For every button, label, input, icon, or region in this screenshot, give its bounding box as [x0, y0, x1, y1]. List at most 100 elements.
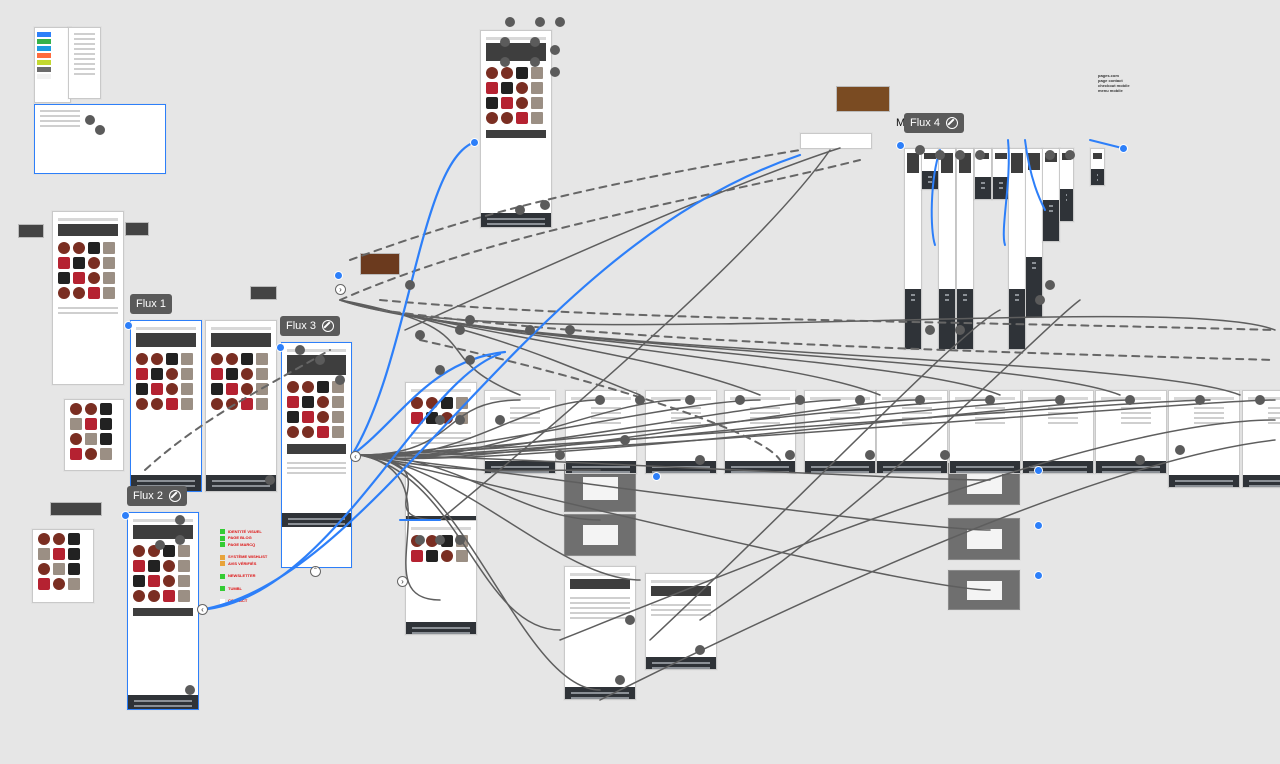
connector-handle[interactable]: [121, 511, 130, 520]
artboard-mobile-8[interactable]: [1025, 148, 1043, 318]
legend-swatch: [220, 598, 225, 604]
hotspot-handle[interactable]: [555, 450, 565, 460]
legend-item: TUMBL: [220, 585, 280, 592]
hotspot-handle[interactable]: [555, 17, 565, 27]
flow-label-flux4[interactable]: Flux 4: [904, 113, 964, 133]
chevron-left-icon[interactable]: ‹: [350, 451, 361, 462]
connector-line: [339, 299, 1276, 331]
connector-line: [339, 299, 1121, 396]
artboard-flux1-b[interactable]: [205, 320, 277, 492]
connector-handle[interactable]: [334, 271, 343, 280]
flow-label-flux1[interactable]: Flux 1: [130, 294, 172, 314]
artboard-account-7[interactable]: [949, 390, 1021, 474]
texture-image: [836, 86, 890, 112]
components-panel[interactable]: [34, 104, 166, 174]
connector-handle[interactable]: [1119, 144, 1128, 153]
artboard-mobile-10[interactable]: [1059, 148, 1074, 222]
connector-handle[interactable]: [896, 141, 905, 150]
artboard-flux2[interactable]: [127, 512, 199, 710]
artboard-account-2[interactable]: [565, 390, 637, 474]
artboard-modal-2[interactable]: [564, 514, 636, 556]
artboard-mobile-5[interactable]: [974, 148, 992, 200]
flow-label-flux1-text: Flux 1: [136, 298, 166, 310]
artboard-mobile-1[interactable]: [904, 148, 922, 350]
artboard-account-9[interactable]: [1095, 390, 1167, 474]
legend-swatch: [220, 529, 225, 535]
artboard-header-strip[interactable]: [800, 133, 872, 149]
artboard-products-small[interactable]: [64, 399, 124, 471]
connector-dashed: [349, 149, 801, 261]
hotspot-handle[interactable]: [925, 325, 935, 335]
artboard-account-5[interactable]: [804, 390, 876, 474]
connector-handle[interactable]: [470, 138, 479, 147]
hotspot-handle[interactable]: [1045, 280, 1055, 290]
artboard-modal-5[interactable]: [948, 570, 1020, 610]
chevron-up-icon[interactable]: ˆ: [310, 566, 321, 577]
hotspot-handle[interactable]: [455, 325, 465, 335]
artboard-home-desktop[interactable]: [52, 211, 124, 385]
chevron-right-icon[interactable]: ›: [335, 284, 346, 295]
image-thumbnail-1: [18, 224, 44, 238]
artboard-center-listing[interactable]: [405, 520, 477, 635]
hotspot-handle[interactable]: [465, 355, 475, 365]
hotspot-handle[interactable]: [565, 325, 575, 335]
artboard-account-4[interactable]: [724, 390, 796, 474]
artboard-checkout[interactable]: [645, 573, 717, 670]
artboard-cart[interactable]: [564, 566, 636, 700]
connector-handle[interactable]: [276, 343, 285, 352]
link-icon[interactable]: [321, 320, 334, 332]
connector-handle[interactable]: [652, 472, 661, 481]
chevron-left-icon[interactable]: ‹: [197, 604, 208, 615]
flow-label-flux2[interactable]: Flux 2: [127, 486, 187, 506]
hotspot-handle[interactable]: [435, 365, 445, 375]
connector-handle[interactable]: [1034, 466, 1043, 475]
link-icon[interactable]: [945, 117, 958, 129]
artboard-center-product[interactable]: [405, 382, 477, 529]
legend-text: TUMBL: [228, 585, 242, 591]
fragment-label: M: [896, 117, 906, 129]
artboard-mobile-9[interactable]: [1042, 148, 1060, 242]
artboard-mobile-11[interactable]: [1090, 148, 1105, 186]
artboard-account-3[interactable]: [645, 390, 717, 474]
connector-handle[interactable]: [124, 321, 133, 330]
artboard-mobile-7[interactable]: [1008, 148, 1026, 350]
link-icon[interactable]: [168, 490, 181, 502]
connector-line: [339, 299, 521, 396]
connector-handle[interactable]: [1034, 571, 1043, 580]
hotspot-handle[interactable]: [505, 17, 515, 27]
style-guide-panel[interactable]: [34, 27, 71, 103]
artboard-mobile-3[interactable]: [938, 148, 956, 350]
legend-item: NEWSLETTER: [220, 573, 280, 579]
hotspot-handle[interactable]: [415, 330, 425, 340]
hotspot-handle[interactable]: [405, 280, 415, 290]
artboard-account-11[interactable]: [1242, 390, 1280, 488]
legend-item: SYSTÈME WISHLIST: [220, 554, 280, 560]
artboard-products-small-2[interactable]: [32, 529, 94, 603]
chevron-right-icon[interactable]: ›: [397, 576, 408, 587]
artboard-modal-4[interactable]: [948, 518, 1020, 560]
artboard-mobile-2[interactable]: [921, 148, 939, 190]
artboard-flux3[interactable]: [281, 342, 352, 568]
hotspot-handle[interactable]: [465, 315, 475, 325]
artboard-flux1-a[interactable]: [130, 320, 202, 492]
connector-dashed: [339, 159, 861, 301]
artboard-mobile-4[interactable]: [956, 148, 974, 350]
artboard-account-1[interactable]: [484, 390, 556, 474]
hotspot-handle[interactable]: [525, 325, 535, 335]
connector-line: [359, 399, 601, 457]
connector-handle[interactable]: [1034, 521, 1043, 530]
flow-label-flux3[interactable]: Flux 3: [280, 316, 340, 336]
legend-item: IDENTITÉ VISUEL: [220, 529, 280, 535]
artboard-account-6[interactable]: [876, 390, 948, 474]
color-swatch: [37, 67, 51, 72]
hotspot-handle[interactable]: [535, 17, 545, 27]
image-thumbnail-5: [360, 253, 400, 275]
artboard-account-8[interactable]: [1022, 390, 1094, 474]
artboard-account-10[interactable]: [1168, 390, 1240, 488]
artboard-top-center[interactable]: [480, 30, 552, 228]
typography-panel[interactable]: [68, 27, 101, 99]
legend-swatch: [220, 542, 225, 548]
